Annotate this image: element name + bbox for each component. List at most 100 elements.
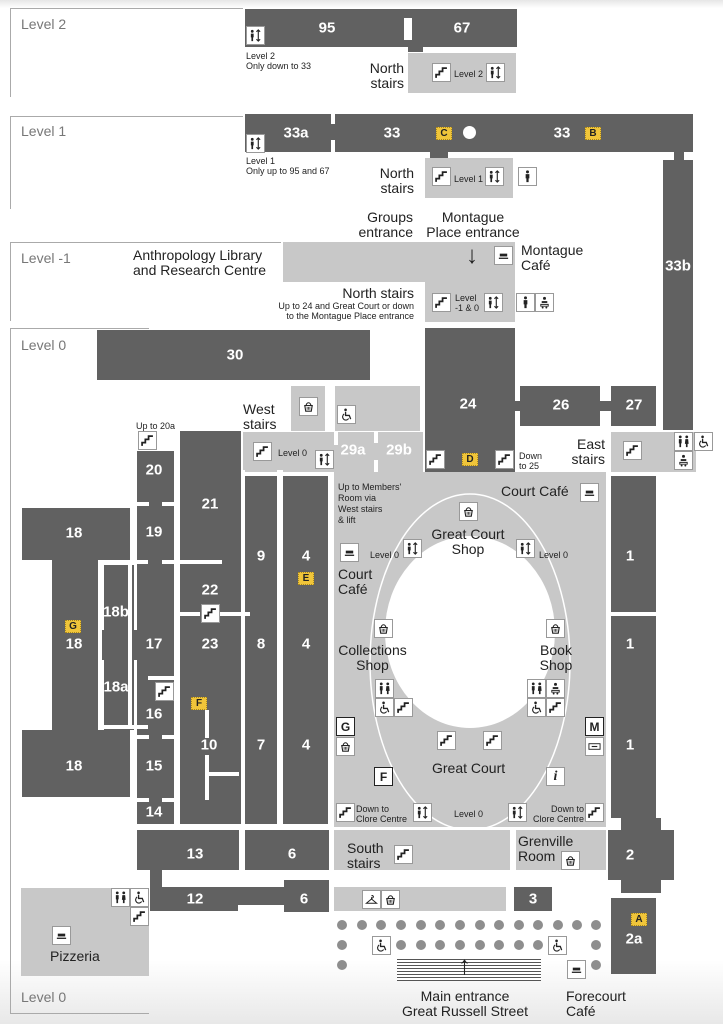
room-number-21: 21 bbox=[201, 495, 219, 513]
stairs-icon[interactable] bbox=[623, 441, 642, 460]
cafe-icon[interactable] bbox=[340, 543, 359, 562]
room-number-15: 15 bbox=[145, 757, 163, 775]
lift-icon[interactable] bbox=[516, 539, 535, 558]
cloakroom-icon[interactable] bbox=[362, 890, 381, 909]
anthropology-library-area[interactable] bbox=[283, 242, 515, 282]
toilet-person-icon[interactable] bbox=[516, 293, 535, 312]
room-3[interactable] bbox=[514, 887, 552, 911]
room-number-2: 2 bbox=[625, 846, 635, 864]
room-number-33b: 33b bbox=[665, 257, 691, 275]
lift-icon[interactable] bbox=[485, 167, 504, 186]
stairs-icon[interactable] bbox=[394, 698, 413, 717]
stairs-icon[interactable] bbox=[432, 293, 451, 312]
stairs-icon[interactable] bbox=[483, 731, 502, 750]
baby-change-icon[interactable] bbox=[674, 451, 693, 470]
baby-change-icon[interactable] bbox=[546, 679, 565, 698]
room-number-8: 8 bbox=[256, 635, 266, 653]
room-9-8-7[interactable] bbox=[245, 476, 277, 824]
cafe-icon[interactable] bbox=[567, 960, 586, 979]
room-number-3: 3 bbox=[528, 890, 538, 908]
room-95-67[interactable] bbox=[245, 9, 517, 47]
tickets-icon[interactable] bbox=[585, 737, 604, 756]
pillar bbox=[337, 940, 347, 950]
shop-basket-icon[interactable] bbox=[299, 397, 318, 416]
room-18-17-link bbox=[98, 630, 138, 660]
room-4[interactable] bbox=[283, 476, 328, 824]
family-desk-F[interactable]: F bbox=[374, 767, 393, 786]
shop-basket-icon[interactable] bbox=[374, 619, 393, 638]
collections-shop-label: Collections Shop bbox=[338, 642, 407, 673]
room-18-bottom[interactable] bbox=[22, 730, 130, 797]
room-6-bottom[interactable] bbox=[284, 880, 329, 912]
room-26[interactable] bbox=[520, 386, 600, 426]
room-33[interactable] bbox=[335, 114, 693, 152]
cafe-icon[interactable] bbox=[494, 246, 513, 265]
lift-icon[interactable] bbox=[413, 803, 432, 822]
room-1[interactable] bbox=[611, 476, 656, 818]
badge-E: E bbox=[298, 572, 314, 585]
wall bbox=[374, 460, 378, 472]
cafe-icon[interactable] bbox=[580, 483, 599, 502]
room-6-top[interactable] bbox=[245, 830, 329, 870]
room-number-33: 33 bbox=[383, 124, 401, 142]
stairs-icon[interactable] bbox=[495, 450, 514, 469]
toilets-icon[interactable] bbox=[527, 679, 546, 698]
lift-icon[interactable] bbox=[484, 293, 503, 312]
room-27[interactable] bbox=[611, 386, 656, 426]
toilet-person-icon[interactable] bbox=[518, 167, 537, 186]
stairs-icon[interactable] bbox=[585, 803, 604, 822]
accessible-lift-icon[interactable] bbox=[130, 888, 149, 907]
shop-basket-icon[interactable] bbox=[459, 502, 478, 521]
baby-change-icon[interactable] bbox=[535, 293, 554, 312]
room-18-mid[interactable] bbox=[52, 560, 98, 730]
shop-basket-icon[interactable] bbox=[546, 619, 565, 638]
stairs-icon[interactable] bbox=[138, 431, 157, 450]
room-24[interactable] bbox=[425, 328, 515, 473]
accessible-icon[interactable] bbox=[337, 405, 356, 424]
lift-icon[interactable] bbox=[486, 63, 505, 82]
room-number-17: 17 bbox=[145, 635, 163, 653]
accessible-icon[interactable] bbox=[527, 698, 546, 717]
shop-basket-icon[interactable] bbox=[561, 851, 580, 870]
room-30[interactable] bbox=[97, 330, 370, 380]
lift-icon[interactable] bbox=[403, 539, 422, 558]
level-2-label: Level 2 bbox=[21, 16, 67, 32]
gallery-guide-G[interactable]: G bbox=[336, 717, 355, 736]
lift-icon[interactable] bbox=[508, 803, 527, 822]
cafe-icon[interactable] bbox=[52, 926, 71, 945]
room-number-4: 4 bbox=[301, 635, 311, 653]
toilets-icon[interactable] bbox=[111, 888, 130, 907]
shop-basket-icon[interactable] bbox=[336, 737, 355, 756]
accessible-icon[interactable] bbox=[375, 698, 394, 717]
accessible-lift-icon[interactable] bbox=[372, 936, 391, 955]
room-number-9: 9 bbox=[256, 547, 266, 565]
stairs-icon[interactable] bbox=[437, 731, 456, 750]
information-icon[interactable]: i bbox=[546, 767, 565, 786]
south-stairs-area[interactable] bbox=[334, 830, 510, 870]
room-18-top[interactable] bbox=[22, 508, 130, 560]
stairs-icon[interactable] bbox=[546, 698, 565, 717]
stairs-icon[interactable] bbox=[253, 442, 272, 461]
shop-basket-icon[interactable] bbox=[381, 890, 400, 909]
stairs-icon[interactable] bbox=[201, 604, 220, 623]
room-2a[interactable] bbox=[611, 898, 656, 974]
lift-icon[interactable] bbox=[315, 450, 334, 469]
stairs-icon[interactable] bbox=[130, 907, 149, 926]
entrance-hall-area[interactable] bbox=[334, 887, 506, 911]
stairs-icon[interactable] bbox=[394, 845, 413, 864]
toilets-icon[interactable] bbox=[375, 679, 394, 698]
room-12[interactable] bbox=[150, 887, 238, 911]
accessible-lift-icon[interactable] bbox=[548, 936, 567, 955]
stairs-icon[interactable] bbox=[426, 450, 445, 469]
accessible-icon[interactable] bbox=[694, 432, 713, 451]
stairs-icon[interactable] bbox=[432, 63, 451, 82]
stairs-icon[interactable] bbox=[432, 167, 451, 186]
pillar bbox=[396, 920, 406, 930]
room-33b[interactable] bbox=[663, 160, 693, 430]
room-13[interactable] bbox=[137, 830, 239, 870]
stairs-icon[interactable] bbox=[155, 682, 174, 701]
toilets-icon[interactable] bbox=[674, 432, 693, 451]
room-12-6-link bbox=[238, 887, 284, 905]
stairs-icon[interactable] bbox=[336, 803, 355, 822]
membership-M[interactable]: M bbox=[585, 717, 604, 736]
